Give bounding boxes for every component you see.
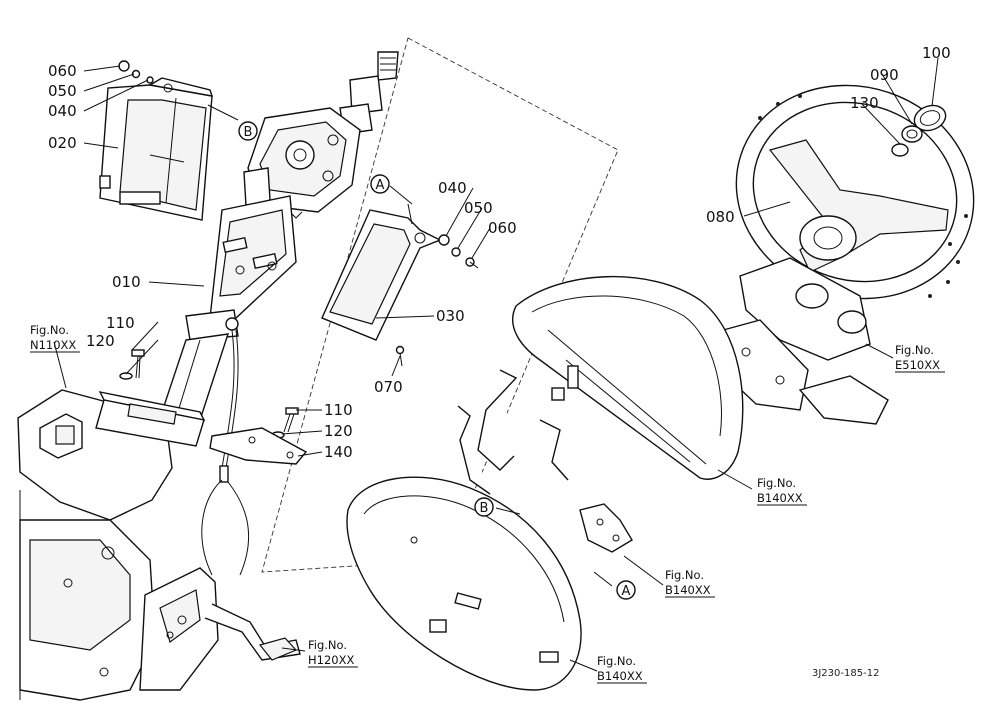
figref-n110xx-prefix: Fig.No. bbox=[30, 323, 69, 337]
figref-e510xx-code: E510XX bbox=[895, 358, 940, 372]
label-040-left: 040 bbox=[48, 102, 77, 120]
label-140: 140 bbox=[324, 443, 353, 461]
label-080: 080 bbox=[706, 208, 735, 226]
screw-070 bbox=[395, 345, 405, 367]
figref-n110xx[interactable]: Fig.No. N110XX bbox=[30, 323, 80, 353]
wheel-nut-set bbox=[891, 104, 947, 157]
figref-b140xx-upper-code: B140XX bbox=[757, 491, 803, 505]
figref-b140xx-middle-code: B140XX bbox=[665, 583, 711, 597]
circled-callouts: B A B A bbox=[238, 121, 636, 600]
figref-b140xx-upper-prefix: Fig.No. bbox=[757, 476, 796, 490]
dash-panel-upper bbox=[511, 275, 744, 480]
dashboard-frame bbox=[17, 389, 301, 701]
figref-h120xx[interactable]: Fig.No. H120XX bbox=[308, 638, 358, 668]
label-120-left: 120 bbox=[86, 332, 115, 350]
figref-b140xx-lower[interactable]: Fig.No. B140XX bbox=[597, 654, 647, 684]
label-030: 030 bbox=[436, 307, 465, 325]
callout-b-lower: B bbox=[474, 497, 494, 517]
callout-a-upper-letter: A bbox=[376, 178, 385, 193]
bolt-set-n110 bbox=[119, 349, 145, 380]
figref-b140xx-lower-prefix: Fig.No. bbox=[597, 654, 636, 668]
bolt-set-right bbox=[438, 234, 479, 269]
figref-b140xx-middle[interactable]: Fig.No. B140XX bbox=[665, 568, 715, 598]
bolt-set-140 bbox=[209, 407, 308, 465]
figref-b140xx-lower-code: B140XX bbox=[597, 669, 643, 683]
wheel-grip-dots bbox=[758, 94, 968, 298]
label-050-left: 050 bbox=[48, 82, 77, 100]
label-130: 130 bbox=[850, 94, 879, 112]
label-100: 100 bbox=[922, 44, 951, 62]
callout-b-lower-letter: B bbox=[480, 501, 489, 516]
label-020: 020 bbox=[48, 134, 77, 152]
label-060-right: 060 bbox=[488, 219, 517, 237]
figref-e510xx[interactable]: Fig.No. E510XX bbox=[895, 343, 945, 373]
figref-h120xx-prefix: Fig.No. bbox=[308, 638, 347, 652]
part-number-labels: 060 050 040 020 010 040 050 060 030 070 … bbox=[48, 44, 951, 461]
figure-references: Fig.No. N110XX Fig.No. E510XX Fig.No. B1… bbox=[30, 323, 945, 684]
column-cover-left bbox=[99, 77, 214, 221]
figref-b140xx-upper[interactable]: Fig.No. B140XX bbox=[757, 476, 807, 506]
label-090: 090 bbox=[870, 66, 899, 84]
label-040-right: 040 bbox=[438, 179, 467, 197]
bolt-set-left bbox=[118, 60, 154, 84]
dash-panel-lower bbox=[346, 476, 582, 691]
callout-a-upper: A bbox=[370, 174, 390, 194]
label-120-right: 120 bbox=[324, 422, 353, 440]
label-010: 010 bbox=[112, 273, 141, 291]
label-060-left: 060 bbox=[48, 62, 77, 80]
steering-column bbox=[95, 51, 399, 483]
leader-lines bbox=[53, 57, 939, 672]
callout-a-lower-letter: A bbox=[622, 584, 631, 599]
figref-h120xx-code: H120XX bbox=[308, 653, 354, 667]
figref-n110xx-code: N110XX bbox=[30, 338, 76, 352]
panel-brackets bbox=[457, 369, 633, 553]
figref-e510xx-prefix: Fig.No. bbox=[895, 343, 934, 357]
steering-shaft-bracket bbox=[715, 257, 889, 425]
label-050-right: 050 bbox=[464, 199, 493, 217]
callout-b-upper: B bbox=[238, 121, 258, 141]
column-cover-right bbox=[321, 209, 442, 341]
label-070: 070 bbox=[374, 378, 403, 396]
label-110-left: 110 bbox=[106, 314, 135, 332]
figref-b140xx-middle-prefix: Fig.No. bbox=[665, 568, 704, 582]
tilt-cable-loop-2 bbox=[227, 481, 250, 576]
callout-a-lower: A bbox=[616, 580, 636, 600]
tilt-cable-loop bbox=[201, 479, 223, 576]
callout-b-upper-letter: B bbox=[244, 125, 253, 140]
label-110-right: 110 bbox=[324, 401, 353, 419]
drawing-number: 3J230-185-12 bbox=[812, 668, 879, 679]
